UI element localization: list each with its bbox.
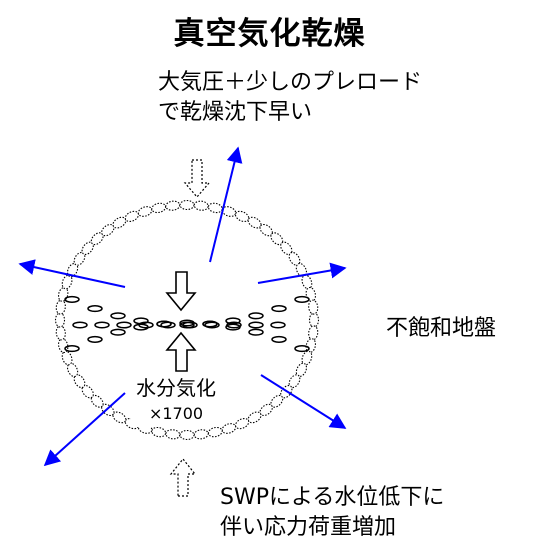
vaporization-label: 水分気化 ×1700 (131, 375, 221, 427)
vaporization-label-line1: 水分気化 (136, 376, 216, 400)
ring-bead (179, 429, 195, 441)
band-ellipse (270, 321, 286, 329)
solid-up-arrow-center (165, 331, 197, 372)
ring-bead (151, 202, 167, 214)
ring-bead (207, 426, 223, 438)
ring-bead (308, 299, 319, 315)
band-ellipse (138, 321, 154, 329)
band-ellipse (110, 312, 126, 320)
band-ellipse (225, 317, 241, 325)
ring-bead (165, 429, 181, 440)
band-ellipse (64, 345, 80, 353)
band-ellipse (110, 328, 126, 336)
swp-label-line1: SWPによる水位低下に (220, 485, 445, 510)
ring-bead (193, 200, 209, 211)
band-ellipse (271, 335, 287, 343)
swp-label: SWPによる水位低下に 伴い応力荷重増加 (220, 483, 444, 543)
ring-bead (234, 417, 250, 430)
band-ellipse (87, 305, 103, 313)
dotted-down-arrow-top (183, 159, 211, 198)
blue-arrow-right (257, 262, 347, 284)
band-ellipse (116, 321, 132, 329)
preload-label-line1: 大気圧＋少しのプレロード (158, 70, 423, 95)
solid-down-arrow-center (165, 271, 197, 312)
band-ellipse (271, 305, 287, 313)
vaporization-label-line2: ×1700 (131, 401, 221, 427)
ring-bead (124, 210, 140, 223)
band-ellipse (248, 328, 264, 336)
ring-bead (305, 286, 317, 302)
ring-bead (179, 199, 195, 211)
ring-bead (151, 426, 167, 438)
blue-arrow-down-right (260, 374, 347, 429)
ring-bead (207, 202, 223, 214)
ring-bead (54, 312, 66, 328)
blue-arrow-left (18, 259, 126, 288)
ellipse-band (64, 295, 310, 353)
band-ellipse (87, 335, 103, 343)
band-ellipse (160, 321, 176, 329)
swp-label-line2: 伴い応力荷重増加 (220, 515, 397, 540)
band-ellipse (72, 321, 88, 329)
blue-arrow-up-right (209, 146, 243, 263)
ring-bead (165, 200, 181, 211)
bead-ring (54, 199, 320, 441)
ring-bead (55, 299, 66, 315)
ring-bead (308, 312, 320, 328)
ring-bead (308, 325, 319, 341)
ring-bead (193, 429, 209, 440)
band-ellipse (248, 321, 264, 329)
preload-label: 大気圧＋少しのプレロード で乾燥沈下早い (158, 68, 422, 128)
ring-bead (137, 206, 153, 217)
preload-label-line2: で乾燥沈下早い (158, 100, 313, 125)
band-ellipse (204, 321, 220, 329)
ring-bead (221, 423, 237, 434)
unsaturated-ground-label: 不飽和地盤 (386, 316, 497, 341)
diagram-title: 真空気化乾燥 (173, 16, 366, 52)
band-ellipse (94, 321, 110, 329)
band-ellipse (182, 321, 198, 329)
band-ellipse (226, 321, 242, 329)
blue-arrow-down-left (43, 392, 126, 467)
band-ellipse (202, 320, 218, 328)
band-ellipse (64, 295, 80, 303)
band-ellipse (294, 295, 310, 303)
band-ellipse (294, 345, 310, 353)
ring-bead (55, 325, 66, 341)
band-ellipse (248, 312, 264, 320)
dotted-up-arrow-bottom (169, 458, 197, 497)
